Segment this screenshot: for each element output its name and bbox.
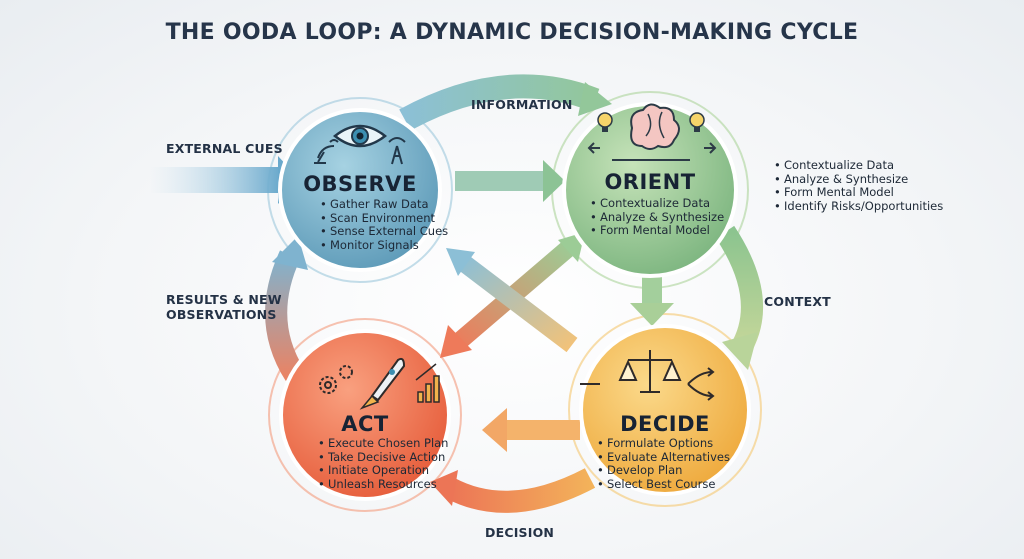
list-item: Unleash Resources xyxy=(318,477,448,492)
list-item: Identify Risks/Opportunities xyxy=(774,199,943,214)
list-item: Form Mental Model xyxy=(590,223,724,238)
list-item: Select Best Course xyxy=(597,477,730,492)
list-item: Sense External Cues xyxy=(320,224,448,239)
observe-title: OBSERVE xyxy=(303,172,417,196)
orient-side-notes: Contextualize Data Analyze & Synthesize … xyxy=(772,158,943,214)
eye-icon xyxy=(332,124,388,148)
results-label-line2: OBSERVATIONS xyxy=(166,307,277,322)
arrows-icon xyxy=(587,142,717,161)
context-label: CONTEXT xyxy=(764,294,831,309)
observe-to-orient-arrow xyxy=(455,160,565,202)
information-label: INFORMATION xyxy=(471,97,573,112)
external-cues-arrow xyxy=(150,156,300,204)
act-list: Execute Chosen Plan Take Decisive Action… xyxy=(316,436,449,492)
list-item: Take Decisive Action xyxy=(318,450,448,465)
list-item: Analyze & Synthesize xyxy=(774,172,943,187)
decide-to-act-arrow xyxy=(482,408,580,452)
list-item: Evaluate Alternatives xyxy=(597,450,730,465)
diagram-title: THE OODA LOOP: A DYNAMIC DECISION-MAKING… xyxy=(165,20,859,45)
external-cues-label: EXTERNAL CUES xyxy=(166,141,283,156)
list-item: Execute Chosen Plan xyxy=(318,436,449,451)
rocket-icon xyxy=(359,357,406,410)
radio-tower-icon xyxy=(388,137,406,165)
list-item: Contextualize Data xyxy=(774,158,943,173)
decision-label: DECISION xyxy=(485,525,555,540)
orient-list: Contextualize Data Analyze & Synthesize … xyxy=(588,196,724,238)
gears-icon xyxy=(319,365,353,394)
observe-list: Gather Raw Data Scan Environment Sense E… xyxy=(318,197,448,253)
list-item: Gather Raw Data xyxy=(320,197,448,212)
brain-icon xyxy=(630,103,680,150)
branching-arrows-icon xyxy=(580,367,715,401)
decision-arrow xyxy=(430,468,596,513)
scales-icon xyxy=(618,350,682,393)
orient-title: ORIENT xyxy=(604,170,696,194)
satellite-dish-icon xyxy=(314,139,339,164)
list-item: Monitor Signals xyxy=(320,238,448,253)
information-arrow xyxy=(399,74,612,131)
decide-list: Formulate Options Evaluate Alternatives … xyxy=(595,436,730,492)
list-item: Form Mental Model xyxy=(774,185,943,200)
results-label-line1: RESULTS & NEW xyxy=(166,292,282,307)
growth-chart-icon xyxy=(415,363,440,403)
decide-observe-diagonal-arrow xyxy=(446,248,578,353)
list-item: Analyze & Synthesize xyxy=(590,210,724,225)
list-item: Develop Plan xyxy=(597,463,730,478)
decide-title: DECIDE xyxy=(620,412,710,436)
orient-to-decide-arrow xyxy=(630,275,674,326)
list-item: Formulate Options xyxy=(597,436,730,451)
act-title: ACT xyxy=(341,412,389,436)
list-item: Contextualize Data xyxy=(590,196,724,211)
lightbulb-icon xyxy=(597,112,613,132)
list-item: Scan Environment xyxy=(320,211,448,226)
list-item: Initiate Operation xyxy=(318,463,448,478)
lightbulb-icon xyxy=(689,112,705,132)
context-arrow xyxy=(715,225,763,370)
